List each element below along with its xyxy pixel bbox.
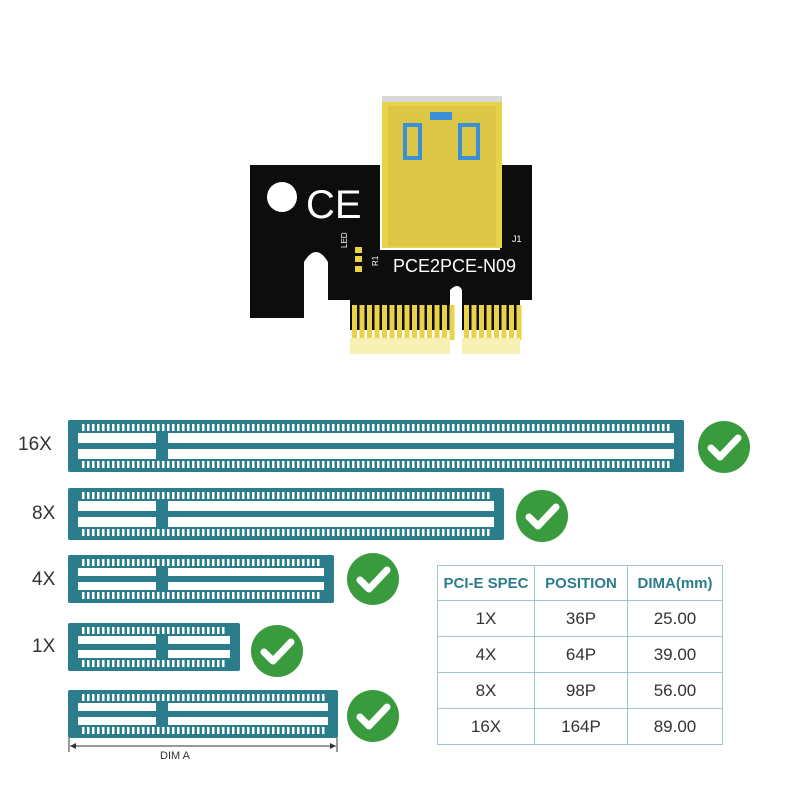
column-header: DIMA(mm) xyxy=(627,565,723,601)
table-row: 16X 164P 89.00 xyxy=(437,708,723,745)
check-icon xyxy=(347,690,399,742)
slot-label-1x: 1X xyxy=(32,636,56,657)
table-header-row: PCI-E SPEC POSITION DIMA(mm) xyxy=(437,565,723,601)
table-cell: 56.00 xyxy=(627,672,723,709)
slot-label-4x: 4X xyxy=(32,569,56,590)
slot-16x xyxy=(68,420,684,472)
riser-card-illustration: CE LED R1 J1 PCE2PCE-N09 xyxy=(250,96,532,354)
dim-a-label: DIM A xyxy=(160,750,190,762)
table-row: 1X 36P 25.00 xyxy=(437,600,723,637)
table-row: 4X 64P 39.00 xyxy=(437,636,723,673)
usb-port xyxy=(382,96,502,248)
ce-mark: CE xyxy=(306,183,362,227)
table-cell: 16X xyxy=(437,708,535,745)
led-label: LED xyxy=(340,232,349,248)
gold-fingers xyxy=(352,305,522,340)
table-cell: 1X xyxy=(437,600,535,637)
slot-1x xyxy=(68,623,240,671)
slot-label-16x: 16X xyxy=(18,434,52,455)
slot-dim-a xyxy=(68,690,338,738)
table-cell: 64P xyxy=(534,636,628,673)
table-cell: 4X xyxy=(437,636,535,673)
spec-table: PCI-E SPEC POSITION DIMA(mm) 1X 36P 25.0… xyxy=(437,565,723,745)
column-header: PCI-E SPEC xyxy=(437,565,535,601)
r1-label: R1 xyxy=(371,255,380,266)
dimension-arrow xyxy=(68,738,338,752)
check-icon xyxy=(251,625,303,677)
check-icon xyxy=(698,421,750,473)
j1-label: J1 xyxy=(512,234,522,244)
led-component xyxy=(355,247,362,272)
check-icon xyxy=(347,553,399,605)
slot-label-8x: 8X xyxy=(32,503,56,524)
table-row: 8X 98P 56.00 xyxy=(437,672,723,709)
table-cell: 25.00 xyxy=(627,600,723,637)
table-cell: 36P xyxy=(534,600,628,637)
mounting-hole xyxy=(267,182,297,212)
table-cell: 8X xyxy=(437,672,535,709)
table-cell: 39.00 xyxy=(627,636,723,673)
check-icon xyxy=(516,490,568,542)
table-cell: 164P xyxy=(534,708,628,745)
slot-4x xyxy=(68,555,334,603)
table-cell: 89.00 xyxy=(627,708,723,745)
slot-8x xyxy=(68,488,504,540)
table-cell: 98P xyxy=(534,672,628,709)
pcb-board xyxy=(250,165,532,330)
column-header: POSITION xyxy=(534,565,628,601)
model-label: PCE2PCE-N09 xyxy=(393,256,516,276)
